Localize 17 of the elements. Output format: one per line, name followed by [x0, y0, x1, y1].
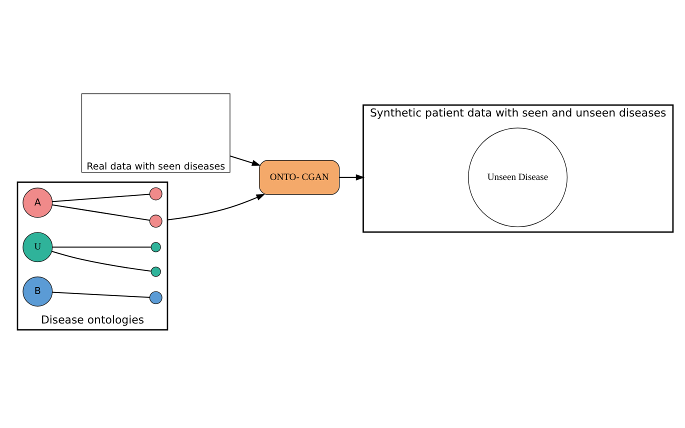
node-circle: U — [22, 232, 53, 262]
connector — [52, 246, 152, 248]
node-box: Real data with seen diseases — [81, 92, 230, 172]
node-circle: A — [22, 187, 53, 218]
node-circle — [149, 290, 162, 304]
connector — [52, 204, 150, 220]
node-circle — [149, 186, 162, 200]
arrow — [339, 174, 365, 180]
arrow — [230, 155, 261, 166]
arrow — [167, 193, 266, 220]
node-circle — [150, 266, 161, 276]
node-circle: B — [22, 276, 53, 306]
node-circle: Unseen Disease — [468, 127, 568, 227]
node-circle — [150, 242, 161, 252]
connector — [52, 250, 151, 272]
node-box: ONTO- CGAN — [259, 160, 340, 194]
node-circle — [149, 214, 162, 228]
